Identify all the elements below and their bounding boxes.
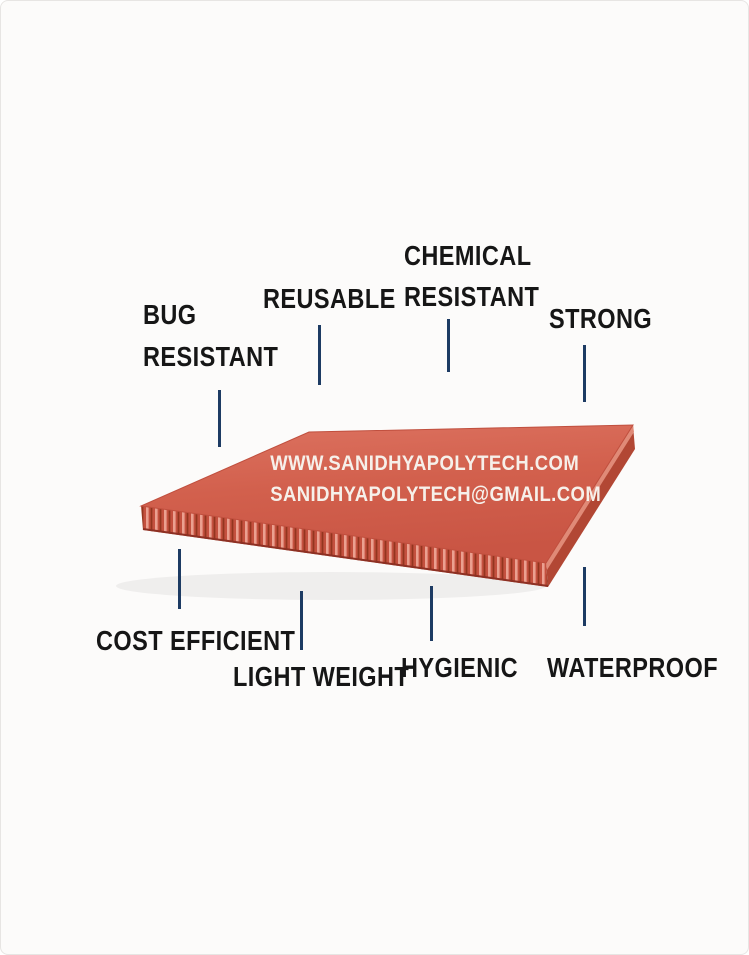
sheet-front-bottom-edge: [142, 528, 549, 587]
label-line: RESISTANT: [143, 341, 279, 372]
connector-hygienic: [430, 586, 433, 641]
connector-bug-resistant: [218, 390, 221, 447]
label-reusable: REUSABLE: [263, 278, 396, 320]
connector-waterproof: [583, 567, 586, 626]
label-waterproof: WATERPROOF: [547, 647, 718, 689]
label-line: WATERPROOF: [547, 652, 719, 683]
label-line: HYGIENIC: [401, 652, 519, 683]
connector-chemical-resistant: [447, 319, 450, 372]
label-hygienic: HYGIENIC: [401, 647, 518, 689]
label-line: BUG: [143, 299, 197, 330]
label-line: STRONG: [549, 303, 653, 334]
connector-cost-efficient: [178, 549, 181, 609]
connector-light-weight: [300, 591, 303, 650]
sheet-overlay-text: WWW.SANIDHYAPOLYTECH.COM SANIDHYAPOLYTEC…: [270, 448, 602, 510]
label-line: COST EFFICIENT: [96, 625, 296, 656]
sheet-front-face: [141, 506, 548, 587]
label-line: CHEMICAL: [404, 240, 532, 271]
label-line: LIGHT WEIGHT: [233, 661, 410, 692]
sheet-right-lip: [546, 425, 634, 570]
label-chemical-resistant: CHEMICAL RESISTANT: [404, 235, 539, 317]
label-line: RESISTANT: [404, 281, 540, 312]
label-cost-efficient: COST EFFICIENT: [96, 620, 295, 662]
connector-strong: [583, 345, 586, 402]
label-light-weight: LIGHT WEIGHT: [233, 656, 409, 698]
label-line: REUSABLE: [263, 283, 396, 314]
connector-reusable: [318, 325, 321, 385]
label-bug-resistant: BUG RESISTANT: [143, 294, 278, 378]
sheet-shadow: [116, 572, 546, 600]
website-text: WWW.SANIDHYAPOLYTECH.COM: [270, 452, 580, 475]
email-text: SANIDHYAPOLYTECH@GMAIL.COM: [270, 483, 602, 506]
sheet-top-face: [139, 424, 634, 564]
label-strong: STRONG: [549, 298, 652, 340]
